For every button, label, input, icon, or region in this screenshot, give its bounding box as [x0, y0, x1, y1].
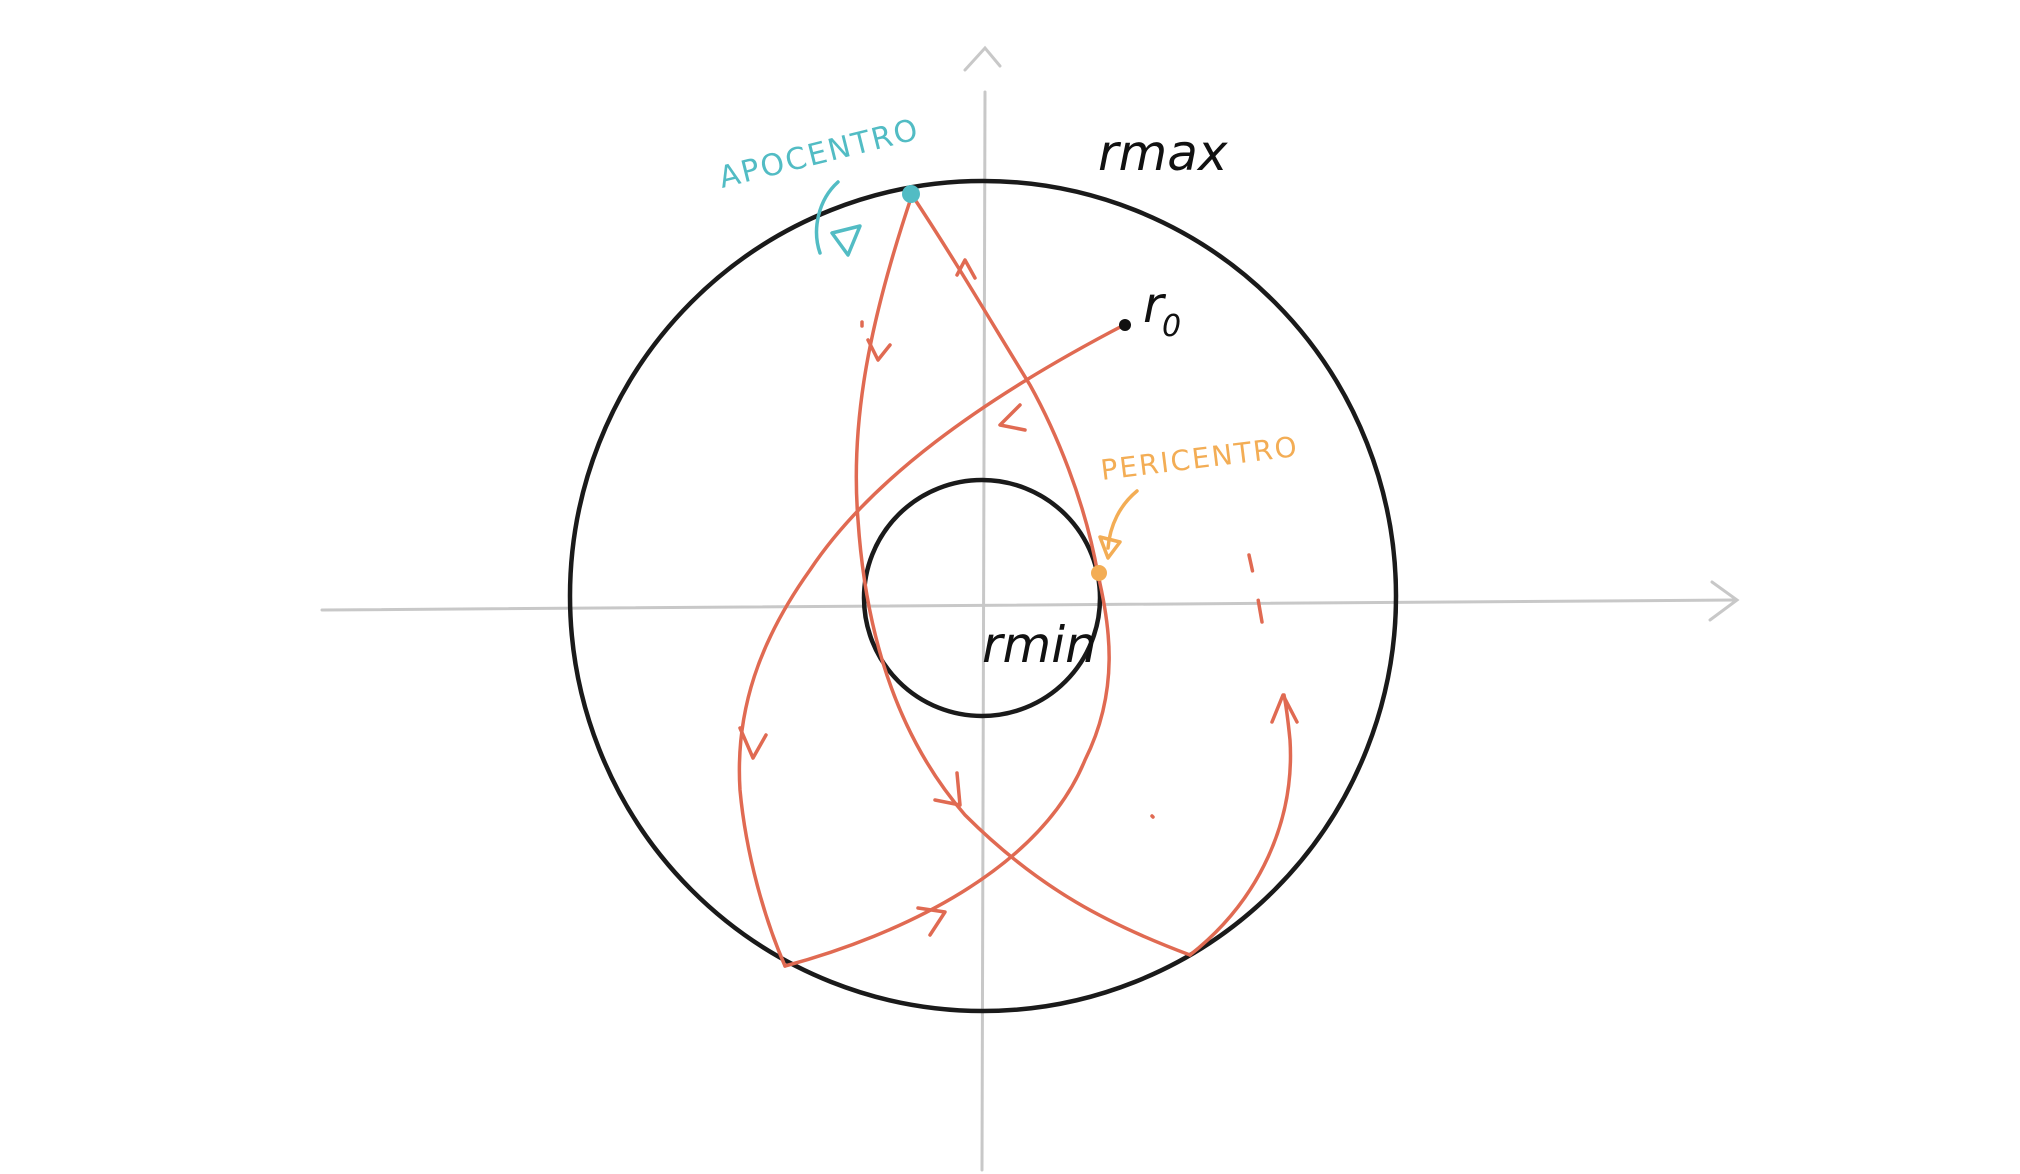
label-apocentro: APOCENTRO [715, 112, 923, 196]
x-axis [320, 598, 1737, 612]
apocentro-pointer-curl [814, 180, 840, 255]
x-axis-arrowhead [1708, 580, 1740, 622]
orbit-segment-rise-to-apo [910, 193, 1100, 577]
pericentro-pointer-head [1098, 535, 1122, 560]
inner-circle-rmin [861, 477, 1103, 719]
annotation-arrows [814, 180, 1139, 560]
orbit-segment-fall-from-apo [854, 193, 1192, 957]
pericentro-point [1091, 565, 1107, 581]
direction-arrow [933, 771, 962, 807]
orbit-dot-right [1150, 814, 1155, 819]
direction-arrow [866, 338, 892, 362]
direction-arrows [738, 258, 1299, 937]
direction-arrow [738, 726, 768, 760]
label-pericentro: PERICENTRO [1099, 430, 1301, 487]
label-r-zero-subscript: 0 [1162, 309, 1181, 344]
label-r-zero: r [1143, 276, 1167, 334]
direction-arrow [916, 906, 947, 937]
orbit-segment-rise-right [1188, 693, 1293, 957]
apocentro-point [902, 185, 920, 203]
outer-circle-rmax [567, 178, 1399, 1014]
orbit-path [737, 193, 1293, 968]
axes [320, 45, 1740, 1172]
label-rmin: rmin [982, 616, 1097, 674]
apocentro-pointer-head [830, 224, 862, 257]
r-zero-point [1119, 319, 1131, 331]
y-axis [980, 90, 987, 1172]
direction-arrow [955, 258, 977, 280]
marked-points [902, 185, 1131, 581]
orbit-dashes-right [1247, 553, 1264, 624]
orbit-segment-lower-left [783, 573, 1111, 968]
label-rmax: rmax [1098, 124, 1228, 182]
pericentro-pointer-stem [1106, 489, 1139, 550]
boundary-circles [567, 178, 1399, 1014]
direction-arrow [1270, 693, 1299, 724]
y-axis-arrowhead [963, 45, 1002, 72]
direction-arrow [998, 403, 1027, 432]
orbit-segment-start [737, 323, 1126, 968]
